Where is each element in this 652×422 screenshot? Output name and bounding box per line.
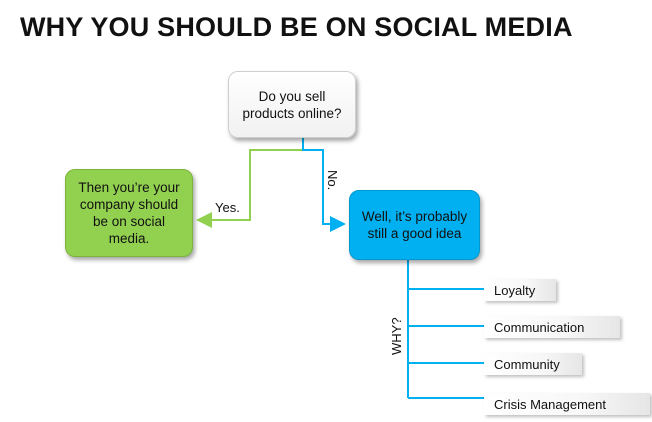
reason-communication: Communication [484,316,620,338]
question-text: Do you sell products online? [242,88,342,121]
reason-community: Community [484,353,582,375]
no-answer-text: Well, it’s probably still a good idea [361,209,468,241]
reason-loyalty: Loyalty [484,279,556,301]
no-connector [302,138,346,232]
page-title: WHY YOU SHOULD BE ON SOCIAL MEDIA [20,12,573,42]
yes-answer-text: Then you’re your company should be on so… [78,180,180,246]
reason-crisis-management: Crisis Management [484,393,650,415]
yes-label: Yes. [215,200,240,215]
no-answer-box: Well, it’s probably still a good idea [349,190,480,260]
question-box: Do you sell products online? [228,71,356,138]
why-label: WHY? [389,317,404,355]
no-label: No. [325,170,340,191]
yes-answer-box: Then you’re your company should be on so… [65,169,193,257]
